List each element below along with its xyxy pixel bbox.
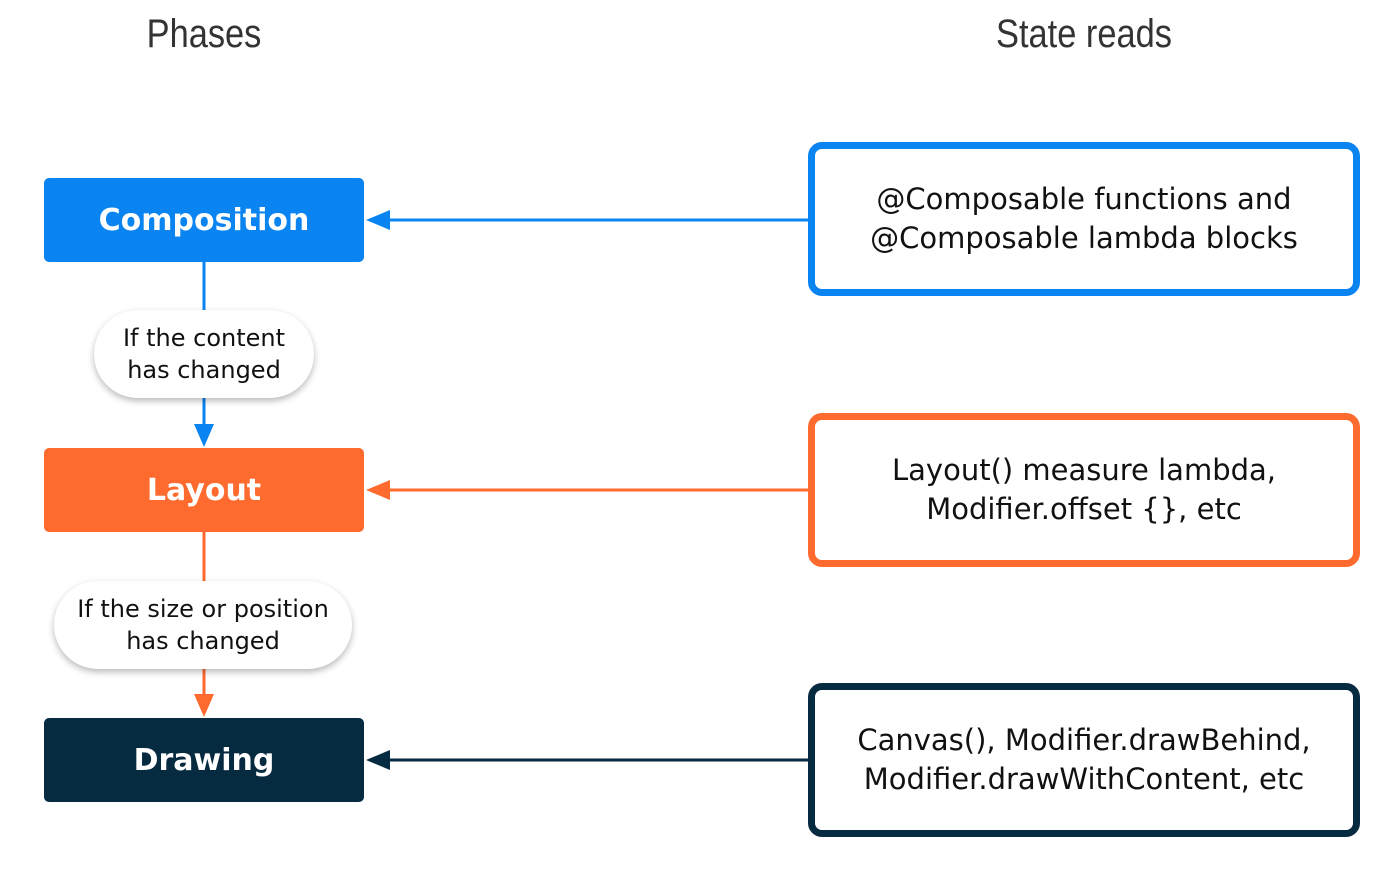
composition-read-arrowhead — [366, 210, 390, 230]
condition-text-line: If the size or position — [77, 595, 329, 623]
layout-to-drawing-arrowhead — [194, 694, 214, 717]
composition-state-reads-box: @Composable functions and @Composable la… — [808, 142, 1360, 296]
state-read-text-line: @Composable lambda blocks — [870, 221, 1298, 255]
layout-read-arrowhead — [366, 480, 390, 500]
content-changed-condition: If the content has changed — [94, 310, 314, 398]
composition-to-layout-arrowhead — [194, 424, 214, 447]
state-read-text-line: Modifier.drawWithContent, etc — [863, 762, 1305, 796]
drawing-state-reads-box: Canvas(), Modifier.drawBehind, Modifier.… — [808, 683, 1360, 837]
condition-text-line: If the content — [122, 324, 286, 352]
phases-header: Phases — [146, 12, 262, 56]
state-read-text-line: Modifier.offset {}, etc — [926, 492, 1242, 526]
state-read-text-line: @Composable functions and — [876, 182, 1292, 216]
layout-phase-box: Layout — [44, 448, 364, 532]
drawing-read-arrowhead — [366, 750, 390, 770]
condition-text-line: has changed — [127, 356, 281, 384]
state-reads-header: State reads — [996, 12, 1172, 56]
layout-state-reads-box: Layout() measure lambda, Modifier.offset… — [808, 413, 1360, 567]
size-position-changed-condition: If the size or position has changed — [54, 581, 352, 669]
drawing-phase-box: Drawing — [44, 718, 364, 802]
state-read-text-line: Canvas(), Modifier.drawBehind, — [857, 723, 1311, 757]
state-read-text-line: Layout() measure lambda, — [891, 453, 1276, 487]
composition-phase-box: Composition — [44, 178, 364, 262]
condition-text-line: has changed — [126, 627, 280, 655]
